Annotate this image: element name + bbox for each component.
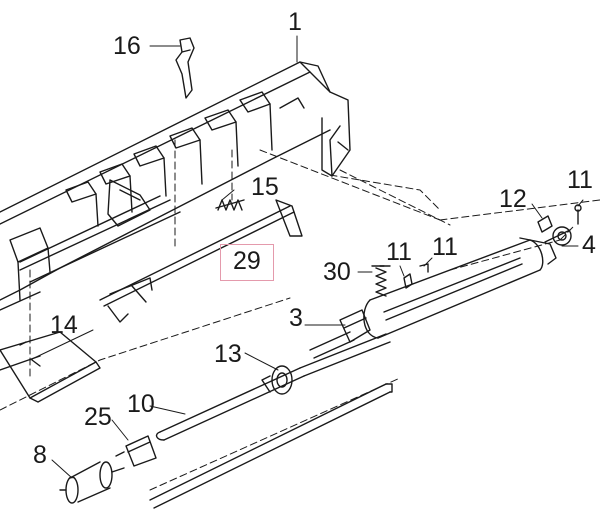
callout-14: 14 xyxy=(50,311,78,339)
shaft-part-3 xyxy=(309,309,371,359)
lever-part-16 xyxy=(175,37,195,99)
centerlines xyxy=(0,139,600,491)
washer-part-12 xyxy=(537,215,553,233)
callout-1: 1 xyxy=(288,8,302,36)
frame-assembly-part-1 xyxy=(0,61,351,311)
plate-part-14 xyxy=(0,331,101,403)
callout-16: 16 xyxy=(113,32,141,60)
callout-10: 10 xyxy=(127,390,155,418)
callout-11-a: 11 xyxy=(386,238,412,266)
callout-25: 25 xyxy=(84,403,112,431)
bearing-part-13 xyxy=(261,365,293,395)
callout-13: 13 xyxy=(214,340,242,368)
screw-part-11-right xyxy=(574,204,582,225)
roller-assembly-part-4 xyxy=(363,226,572,339)
leader-lines xyxy=(29,35,584,479)
callout-4: 4 xyxy=(582,231,596,259)
callout-29: 29 xyxy=(220,244,274,281)
callout-3: 3 xyxy=(289,304,303,332)
callout-12: 12 xyxy=(499,185,527,213)
clips-part-11-middle xyxy=(403,263,429,289)
callout-8: 8 xyxy=(33,441,47,469)
guide-rod-part-29 xyxy=(99,199,303,323)
spring-part-15 xyxy=(215,199,245,211)
coupling-part-25 xyxy=(115,435,157,467)
callout-30: 30 xyxy=(323,258,351,286)
callout-11-c: 11 xyxy=(567,166,593,194)
callout-15: 15 xyxy=(251,173,279,201)
callout-11-b: 11 xyxy=(432,233,458,261)
roller-part-8 xyxy=(59,461,125,504)
shaft-part-10 xyxy=(149,333,393,509)
spring-part-30 xyxy=(371,265,391,297)
